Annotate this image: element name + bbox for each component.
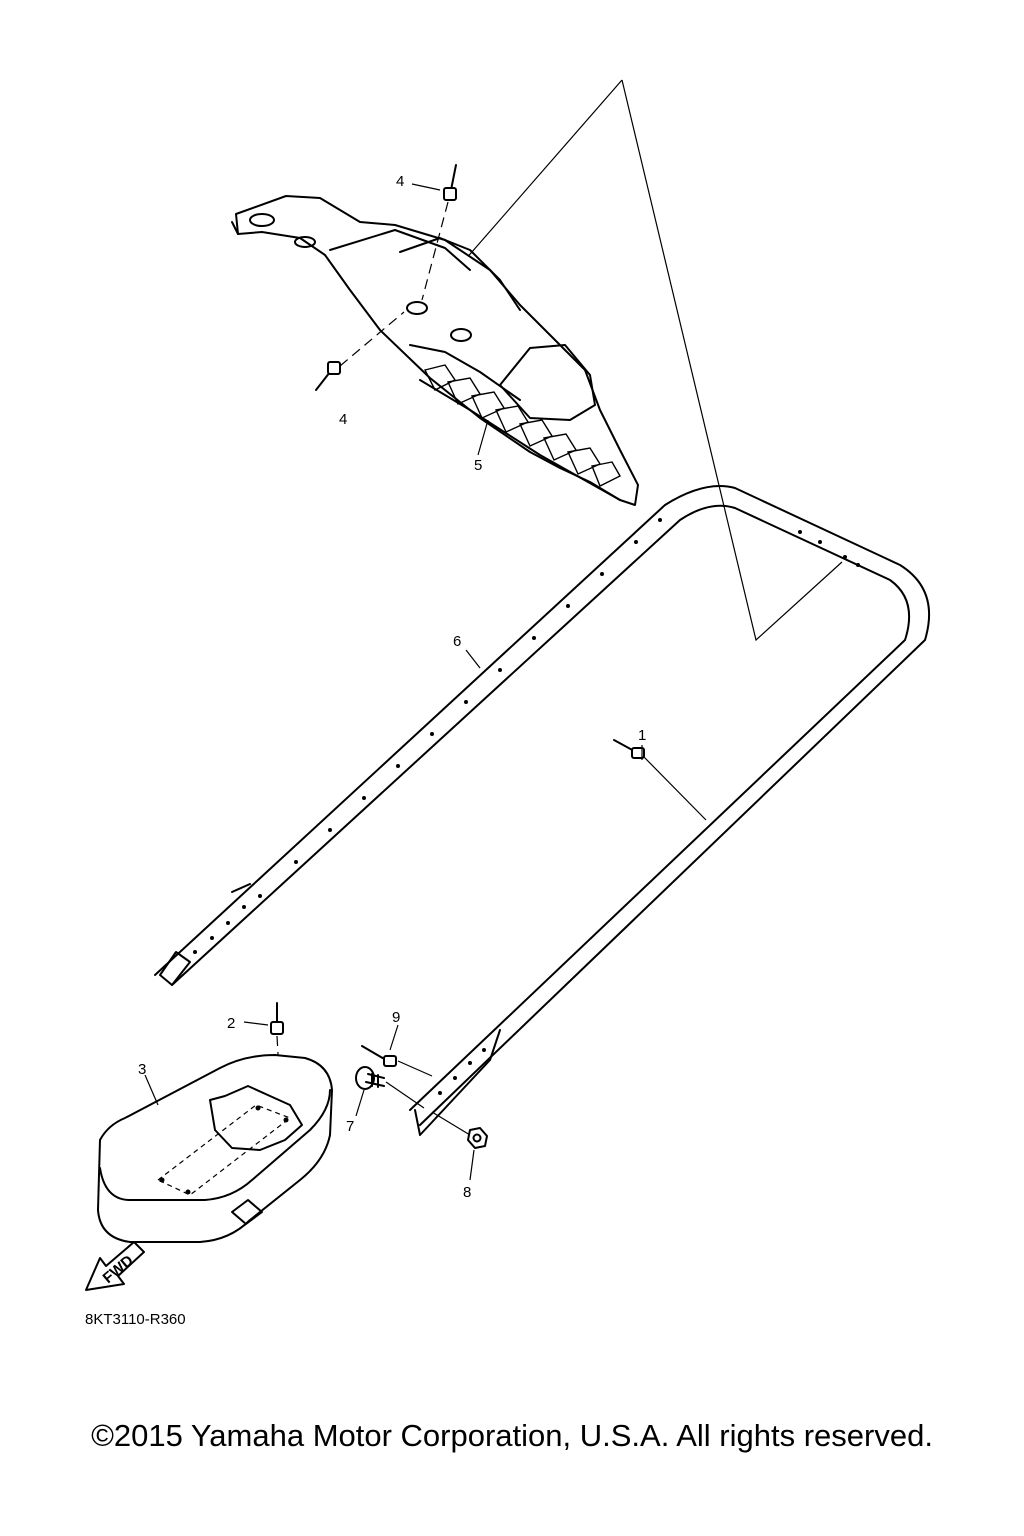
copyright-notice: ©2015 Yamaha Motor Corporation, U.S.A. A… <box>91 1418 933 1453</box>
fwd-arrow: FWD <box>85 1241 145 1291</box>
part-5-step-plate <box>231 195 639 506</box>
callout-5: 5 <box>474 457 482 474</box>
part-1-rivet <box>613 739 707 821</box>
part-6-rail <box>154 485 931 1136</box>
callout-1: 1 <box>638 727 646 744</box>
callout-4-lower: 4 <box>339 411 347 428</box>
callout-7: 7 <box>346 1118 354 1135</box>
part-9-rivet <box>361 1024 433 1077</box>
callout-4-upper: 4 <box>396 173 404 190</box>
leader-6 <box>465 649 481 669</box>
part-4-rivet-lower <box>315 311 405 391</box>
part-4-rivet-upper <box>411 164 457 301</box>
callout-2: 2 <box>227 1015 235 1032</box>
part-7-bolt <box>355 1066 425 1117</box>
part-2-rivet <box>243 1002 284 1091</box>
callout-8: 8 <box>463 1184 471 1201</box>
part-8-nut <box>431 1111 488 1181</box>
callout-3: 3 <box>138 1061 146 1078</box>
leader-3 <box>144 1074 159 1106</box>
leader-5 <box>477 419 489 456</box>
callout-6: 6 <box>453 633 461 650</box>
callout-9: 9 <box>392 1009 400 1026</box>
diagram-code: 8KT3110-R360 <box>85 1311 186 1328</box>
part-3-pouch <box>97 1054 333 1243</box>
